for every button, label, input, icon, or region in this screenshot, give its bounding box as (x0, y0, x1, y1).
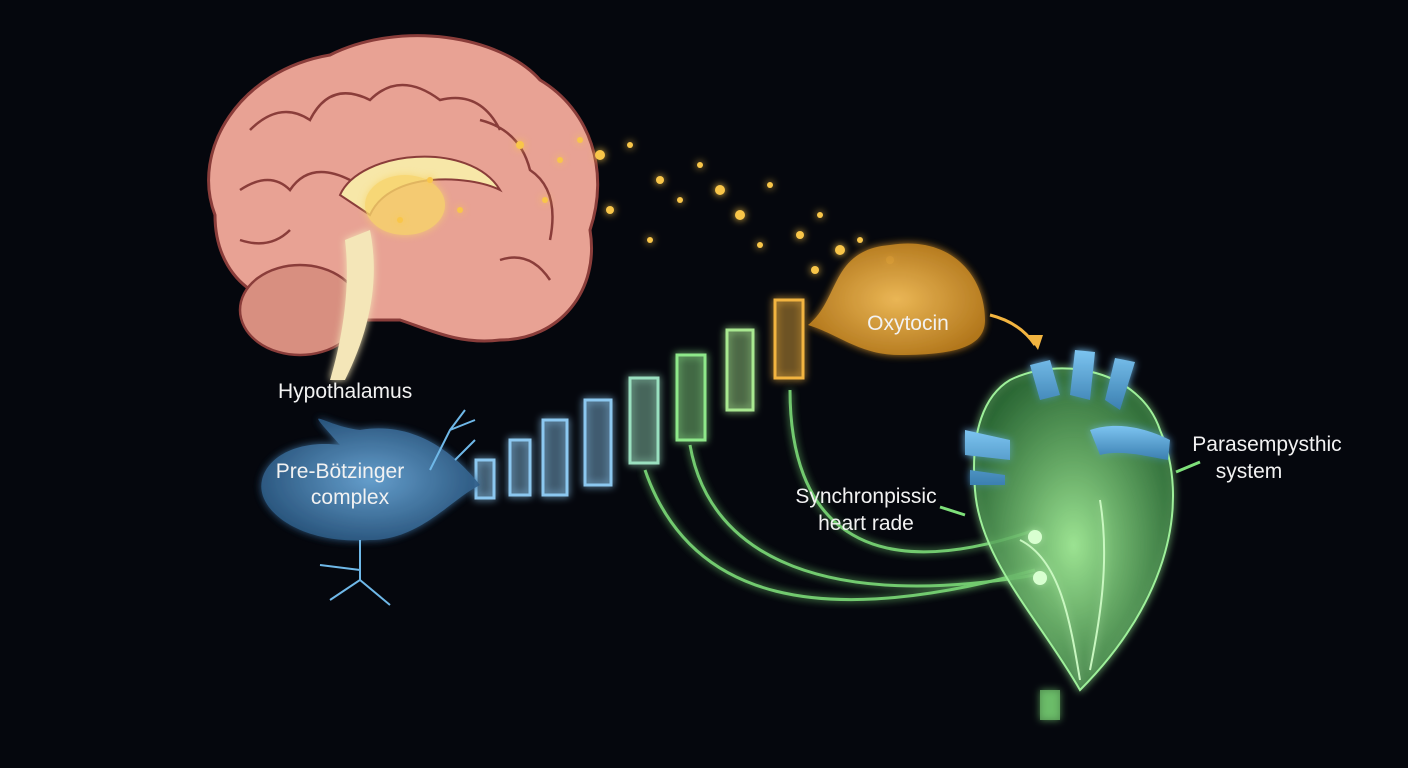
arrow-icon (1175, 460, 1201, 474)
signal-bar (583, 398, 613, 487)
hypothalamus-label: Hypothalamus (278, 380, 412, 403)
signal-bar (675, 353, 707, 442)
signal-bars (474, 298, 805, 500)
signal-bar (508, 438, 532, 497)
signal-bar (541, 418, 569, 497)
heart-illustration (965, 350, 1174, 720)
synchronpissic-label-line2: heart rade (818, 512, 914, 535)
brainstem (330, 230, 374, 380)
parasympathetic-label-line1: Parasempysthic (1192, 433, 1341, 456)
neural-pathways (643, 389, 1036, 602)
signal-bar (773, 298, 805, 380)
oxytocin-node: Oxytocin (808, 243, 1043, 355)
oxytocin-label: Oxytocin (867, 312, 949, 335)
arrow-to-heart-icon (989, 313, 1037, 346)
synchronpissic-label-line1: Synchronpissic (795, 485, 936, 508)
signal-bar (474, 458, 496, 500)
brain-illustration (207, 34, 600, 380)
neuron-dendrites (319, 409, 476, 606)
arrow-icon (939, 505, 966, 517)
signal-bar (628, 376, 660, 465)
signal-bar (725, 328, 755, 412)
oxytocin-particles (397, 137, 894, 274)
parasympathetic-label-line2: system (1216, 460, 1283, 483)
pre-botzinger-label-line2: complex (311, 486, 390, 509)
pre-botzinger-node: Pre-Bötzinger complex (261, 409, 480, 606)
pre-botzinger-label-line1: Pre-Bötzinger (276, 460, 404, 483)
arrowhead-icon (1028, 335, 1043, 350)
